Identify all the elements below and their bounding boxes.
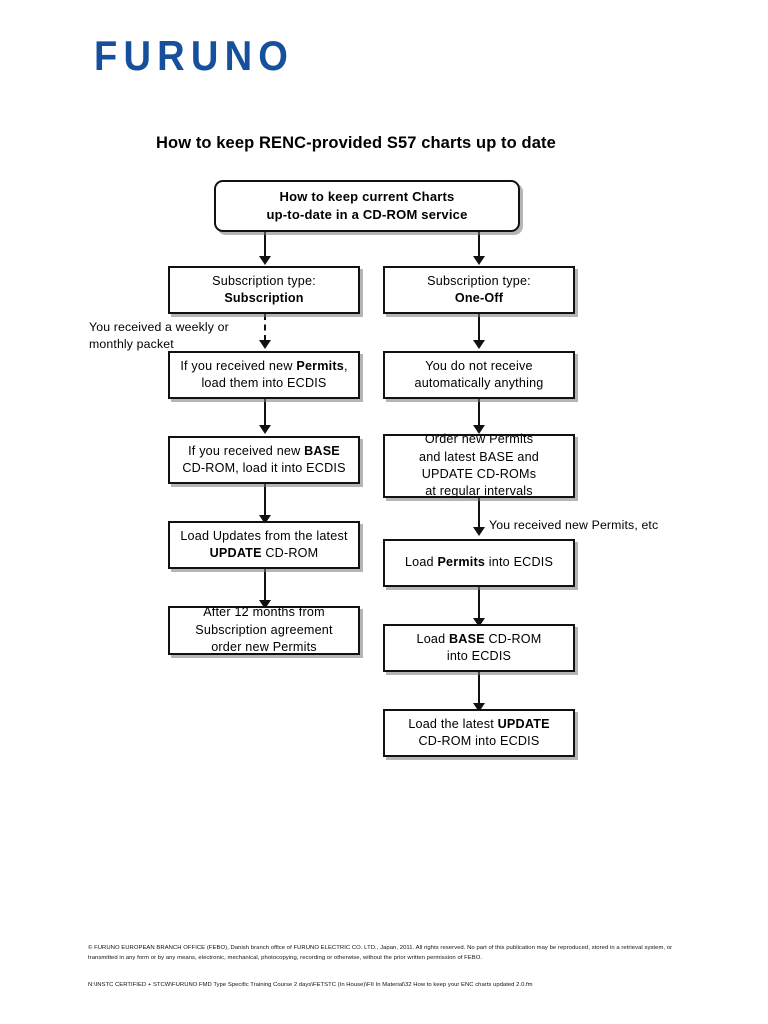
flow-node-no-auto-receive: You do not receive automatically anythin… (383, 351, 575, 399)
start-line1: How to keep current Charts (279, 189, 455, 205)
flow-node-load-permits: If you received new Permits, load them i… (168, 351, 360, 399)
loadupdate-strong: UPDATE (497, 716, 550, 731)
arrowhead-subscription-to-permits (259, 340, 271, 349)
loadbase-post: CD-ROM (484, 631, 542, 646)
order-line2: and latest BASE and (418, 449, 540, 464)
arrowhead-base-to-updates (259, 515, 271, 524)
after12-line3: order new Permits (211, 640, 317, 655)
connector-base-to-updates (264, 484, 266, 517)
annotation-received-permits: You received new Permits, etc (489, 517, 658, 534)
flow-node-load-permits-ecdis: Load Permits into ECDIS (383, 539, 575, 587)
flow-node-subscription-type-oneoff: Subscription type: One-Off (383, 266, 575, 314)
loadbase-line2: into ECDIS (446, 649, 512, 663)
flow-node-load-base-ecdis: Load BASE CD-ROM into ECDIS (383, 624, 575, 672)
arrowhead-loadpermits-to-loadbase (473, 618, 485, 627)
noauto-line2: automatically anything (414, 376, 544, 390)
noauto-line1: You do not receive (425, 358, 533, 373)
load-permits-line2: load them into ECDIS (201, 376, 327, 390)
arrowhead-order-to-loadpermits (473, 527, 485, 536)
loadpermits-post: into ECDIS (485, 555, 554, 570)
loadpermits-pre: Load (404, 555, 438, 570)
load-base-strong: BASE (304, 443, 340, 458)
loadpermits-strong: Permits (437, 555, 486, 570)
flow-node-order-new-permits: Order new Permits and latest BASE and UP… (383, 432, 575, 499)
load-updates-line1: Load Updates from the latest (180, 528, 348, 543)
connector-subscription-to-permits (264, 314, 266, 341)
load-permits-pre: If you received new (180, 358, 297, 373)
subscription-type-line1: Subscription type: (212, 273, 316, 288)
load-updates-strong: UPDATE (209, 546, 262, 560)
load-base-pre: If you received new (188, 443, 305, 458)
footer-file-path: N:\INSTC CERTIFIED + STCW\FURUNO FMD Typ… (88, 982, 533, 988)
start-line2: up-to-date in a CD-ROM service (266, 207, 468, 222)
connector-loadpermits-to-loadbase (478, 587, 480, 620)
page-title: How to keep RENC-provided S57 charts up … (156, 134, 556, 152)
loadupdate-pre: Load the latest (408, 716, 498, 731)
connector-start-to-right (478, 232, 480, 258)
arrowhead-loadbase-to-loadupdate (473, 703, 485, 712)
subscription-type-line2: Subscription (224, 291, 304, 305)
flow-node-start: How to keep current Charts up-to-date in… (214, 180, 520, 232)
furuno-logo: FURUNO (94, 33, 295, 79)
weekly-packet-line1: You received a weekly or (89, 320, 229, 334)
connector-updates-to-after12 (264, 569, 266, 602)
flow-node-after-12-months: After 12 months from Subscription agreem… (168, 605, 360, 655)
arrowhead-oneoff-to-noauto (473, 340, 485, 349)
load-updates-post: CD-ROM (261, 546, 319, 560)
connector-noauto-to-order (478, 399, 480, 426)
connector-oneoff-to-noauto (478, 314, 480, 341)
load-permits-strong: Permits (296, 358, 344, 373)
loadbase-strong: BASE (449, 631, 485, 646)
arrowhead-permits-to-base (259, 425, 271, 434)
footer-copyright: © FURUNO EUROPEAN BRANCH OFFICE (FEBO), … (88, 945, 673, 961)
order-line3: UPDATE CD-ROMs (421, 467, 537, 481)
order-line4: at regular intervals (425, 484, 533, 499)
arrowhead-start-to-left (259, 256, 271, 265)
load-base-line2: CD-ROM, load it into ECDIS (182, 461, 346, 475)
flow-node-subscription-type: Subscription type: Subscription (168, 266, 360, 314)
flow-node-load-latest-update: Load the latest UPDATE CD-ROM into ECDIS (383, 709, 575, 757)
load-permits-post: , (343, 358, 348, 373)
oneoff-line1: Subscription type: (427, 273, 531, 288)
connector-order-to-loadpermits (478, 498, 480, 529)
oneoff-line2: One-Off (454, 291, 504, 305)
arrowhead-start-to-right (473, 256, 485, 265)
flow-node-load-updates: Load Updates from the latest UPDATE CD-R… (168, 521, 360, 569)
flow-node-load-base: If you received new BASE CD-ROM, load it… (168, 436, 360, 484)
order-line1: Order new Permits (424, 432, 534, 447)
received-permits-text: You received new Permits, etc (489, 518, 659, 532)
arrowhead-updates-to-after12 (259, 600, 271, 609)
arrowhead-noauto-to-order (473, 425, 485, 434)
loadupdate-line2: CD-ROM into ECDIS (418, 734, 540, 748)
connector-permits-to-base (264, 399, 266, 426)
weekly-packet-line2: monthly packet (89, 336, 174, 351)
connector-start-to-left (264, 232, 266, 258)
after12-line1: After 12 months from (203, 605, 325, 620)
after12-line2: Subscription agreement (195, 622, 333, 637)
loadbase-pre: Load (416, 631, 450, 646)
connector-loadbase-to-loadupdate (478, 672, 480, 705)
annotation-weekly-packet: You received a weekly or monthly packet (89, 319, 229, 352)
